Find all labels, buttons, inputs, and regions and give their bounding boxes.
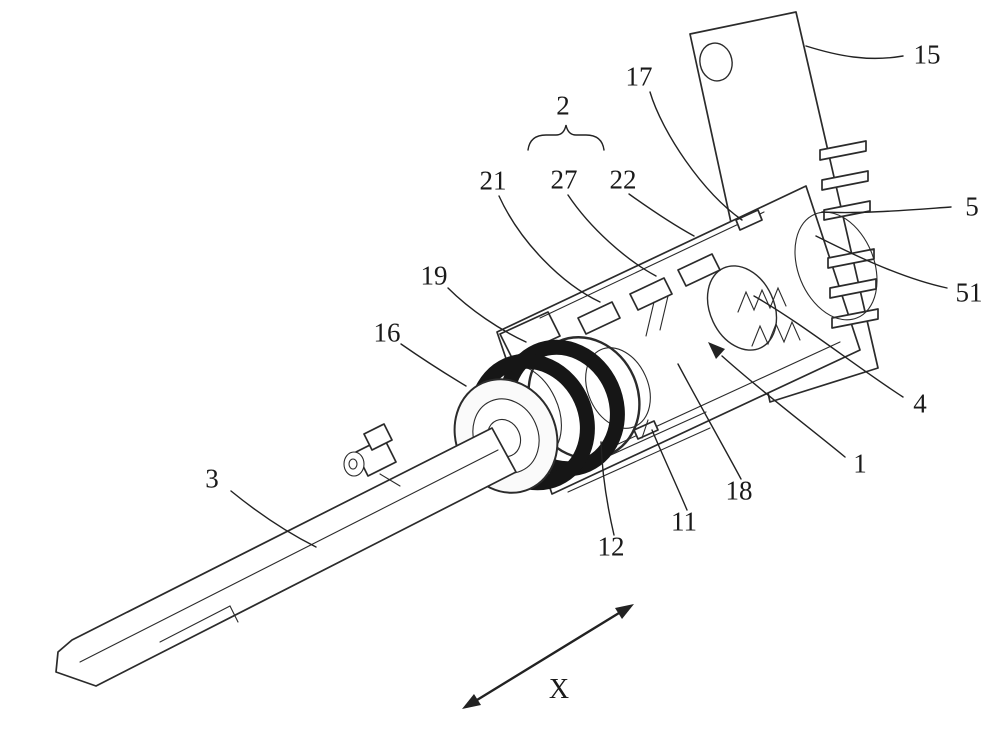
central-bore [706, 265, 778, 351]
ref-label-1: 1 [853, 448, 867, 479]
ref-label-22: 22 [609, 164, 637, 195]
ref-label-16: 16 [373, 317, 401, 348]
leader-5 [821, 206, 952, 214]
leader-15 [805, 45, 904, 60]
arrowhead-right [615, 604, 634, 619]
leader-4 [753, 295, 904, 398]
leader-16 [400, 343, 467, 387]
direction-arrow-x [462, 604, 634, 709]
ref-label-51: 51 [955, 277, 983, 308]
leader-17 [649, 91, 743, 221]
ref-label-3: 3 [205, 463, 219, 494]
leader-1 [721, 355, 846, 458]
ref-label-18: 18 [725, 475, 753, 506]
housing-cap-block [499, 311, 561, 359]
ref-label-11: 11 [671, 506, 697, 537]
knurled-drum [453, 336, 641, 494]
ref-label-27: 27 [550, 164, 578, 195]
ref-label-4: 4 [913, 388, 927, 419]
leader-lines [230, 45, 952, 548]
arrowhead-left [462, 694, 481, 709]
top-tab [735, 209, 763, 231]
ref-label-21: 21 [479, 165, 507, 196]
leader-12 [600, 441, 615, 536]
leader-22 [628, 193, 695, 237]
ref-label-19: 19 [420, 260, 448, 291]
inner-block-27 [629, 277, 673, 311]
ref-label-15: 15 [913, 39, 941, 70]
leader-3 [230, 490, 317, 548]
ref-label-17: 17 [625, 61, 653, 92]
leader-19 [447, 287, 527, 343]
ref-label-12: 12 [597, 531, 625, 562]
leader-18 [677, 363, 742, 480]
leader-27 [567, 194, 657, 277]
group-brace-2 [527, 124, 605, 151]
inner-block-21 [577, 301, 621, 335]
shaft [55, 427, 517, 687]
grease-fitting [343, 423, 401, 487]
leader-11 [651, 429, 688, 511]
serrated-slots [794, 140, 879, 329]
ref-label-2: 2 [556, 90, 570, 121]
spring-row-upper [737, 286, 787, 313]
leader-21 [498, 195, 601, 303]
leader-51 [815, 235, 948, 289]
ref-label-5: 5 [965, 191, 979, 222]
axis-label-x: X [548, 674, 570, 705]
bottom-rail-block [633, 420, 659, 440]
leader-1-arrowhead [708, 342, 725, 359]
